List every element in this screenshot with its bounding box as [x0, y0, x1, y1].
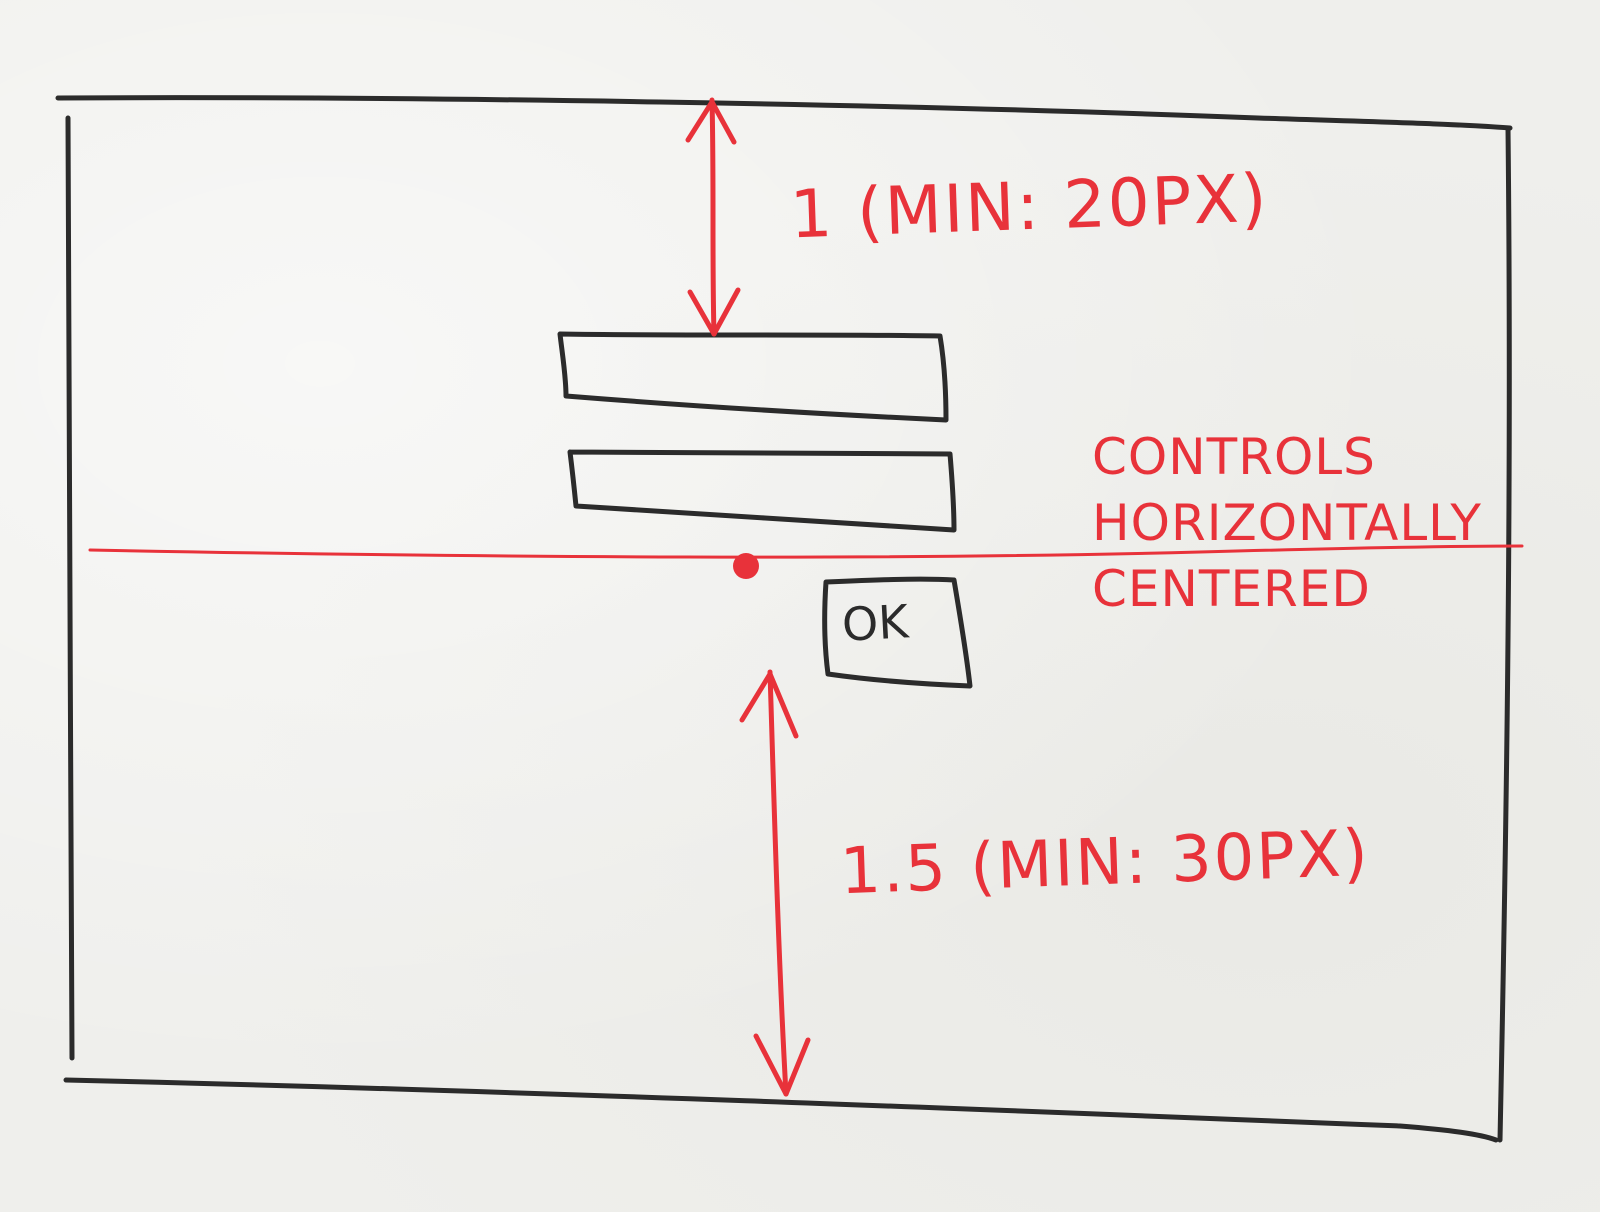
frame-top-edge	[55, 95, 1513, 131]
text-field-2	[567, 449, 957, 533]
text-field-1	[557, 331, 949, 423]
center-guide-line	[88, 544, 1524, 559]
centered-note-line-1: CONTROLS	[1092, 428, 1376, 486]
frame-bottom-edge	[63, 1077, 1499, 1143]
frame-right-edge	[1497, 125, 1512, 1143]
center-point	[733, 553, 759, 579]
bottom-gap-arrow-head-down	[753, 1033, 811, 1097]
centered-note: CONTROLS HORIZONTALLY CENTERED	[1092, 424, 1482, 622]
frame-left-edge	[65, 115, 75, 1061]
bottom-gap-arrow-shaft	[767, 669, 789, 1097]
top-gap-arrow-head-up	[685, 99, 737, 145]
ok-button-label: OK	[840, 594, 910, 652]
top-gap-arrow-shaft	[709, 97, 717, 337]
centered-note-line-3: CENTERED	[1092, 560, 1371, 618]
top-gap-arrow-head-down	[687, 287, 741, 337]
centered-note-line-2: HORIZONTALLY	[1092, 494, 1482, 552]
ok-button-outline	[822, 576, 973, 689]
bottom-gap-arrow-head-up	[739, 671, 799, 739]
